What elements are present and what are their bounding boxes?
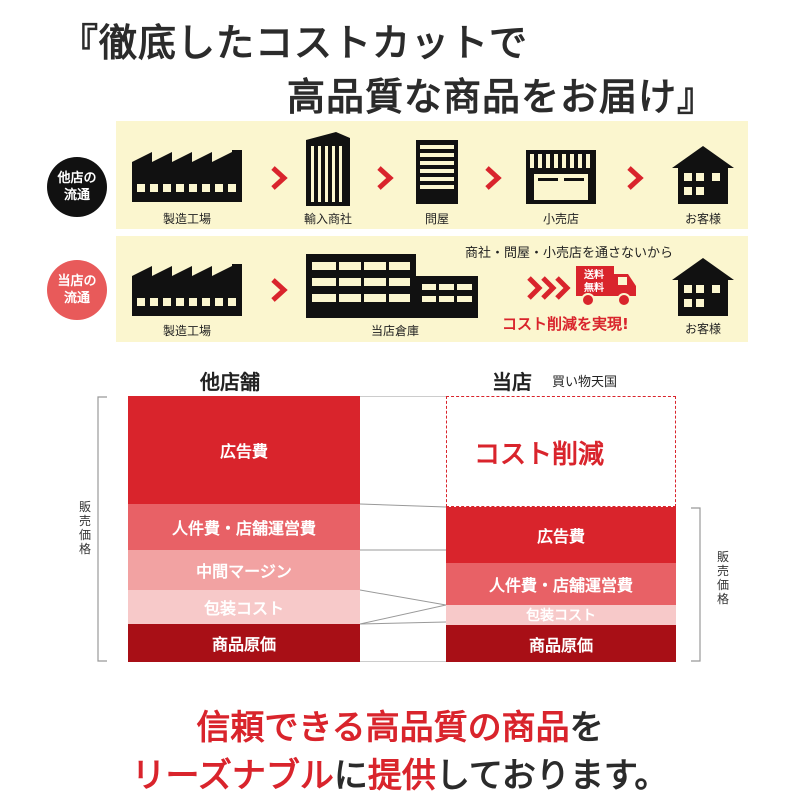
house-icon xyxy=(672,258,734,316)
step-label-wholesaler: 問屋 xyxy=(424,212,450,226)
price-bracket-left xyxy=(97,396,107,662)
left-column-title: 他店舗 xyxy=(200,370,260,394)
right-seg-personnel: 人件費・店舗運営費 xyxy=(446,563,676,605)
headline-line-1: 『徹底したコストカットで xyxy=(60,21,529,65)
building-icon xyxy=(416,140,458,204)
step-label-factory-ours: 製造工場 xyxy=(162,324,212,338)
house-icon xyxy=(672,146,734,204)
free-shipping-truck-icon xyxy=(576,266,636,307)
tagline-1-emphasis: 信頼できる高品質の商品 xyxy=(196,708,570,748)
step-label-factory: 製造工場 xyxy=(162,212,212,226)
step-label-retailer: 小売店 xyxy=(542,212,580,226)
cost-reduction-note: コスト削減を実現! xyxy=(502,315,629,333)
badge-other-store: 他店の流通 xyxy=(47,157,107,217)
factory-icon xyxy=(132,150,242,202)
tagline-2-tail: しております。 xyxy=(435,756,669,796)
chevron-right-icon xyxy=(485,166,502,190)
truck-label-free: 無料 xyxy=(584,283,604,294)
price-label-left: 販売価格 xyxy=(78,500,91,556)
badge-our-store: 当店の流通 xyxy=(47,260,107,320)
triple-chevron-icon xyxy=(527,276,571,300)
chevron-right-icon xyxy=(271,278,288,302)
connector-lines xyxy=(360,396,446,662)
chevron-right-icon xyxy=(271,166,288,190)
shop-icon xyxy=(526,150,596,204)
right-seg-packaging: 包装コスト xyxy=(446,605,676,625)
left-seg-cost: 商品原価 xyxy=(128,624,360,662)
truck-label-shipping: 送料 xyxy=(584,270,604,281)
warehouse-icon xyxy=(306,254,478,318)
price-label-right: 販売価格 xyxy=(716,550,729,606)
office-building-icon xyxy=(306,132,350,206)
right-column-title: 当店 xyxy=(492,370,532,394)
left-seg-margin: 中間マージン xyxy=(128,550,360,590)
factory-icon xyxy=(132,264,242,316)
right-seg-cost: 商品原価 xyxy=(446,625,676,662)
tagline-line-1: 信頼できる高品質の商品を xyxy=(0,700,800,749)
left-seg-personnel: 人件費・店舗運営費 xyxy=(128,504,360,550)
left-seg-advertising: 広告費 xyxy=(128,396,360,504)
tagline-line-2: リーズナブルに提供しております。 xyxy=(0,748,800,797)
step-label-customer: お客様 xyxy=(684,212,722,226)
cost-cut-label: コスト削減 xyxy=(474,440,605,470)
chevron-right-icon xyxy=(627,166,644,190)
step-label-importer: 輸入商社 xyxy=(303,212,353,226)
right-column-subtitle: 買い物天国 xyxy=(552,375,618,390)
right-cut-box xyxy=(446,396,676,507)
headline-line-2: 高品質な商品をお届け』 xyxy=(287,75,717,119)
right-seg-advertising: 広告費 xyxy=(446,507,676,563)
chevron-right-icon xyxy=(377,166,394,190)
skip-note: 商社・問屋・小売店を通さないから xyxy=(465,246,674,261)
tagline-2-emphasis-a: リーズナブル xyxy=(131,756,334,796)
tagline-2-emphasis-b: 提供 xyxy=(367,756,436,796)
step-label-customer-ours: お客様 xyxy=(684,322,722,336)
price-bracket-right xyxy=(691,507,701,662)
tagline-2-mid: に xyxy=(333,756,368,796)
tagline-1-tail: を xyxy=(569,708,604,748)
step-label-warehouse: 当店倉庫 xyxy=(370,324,420,338)
left-seg-packaging: 包装コスト xyxy=(128,590,360,624)
